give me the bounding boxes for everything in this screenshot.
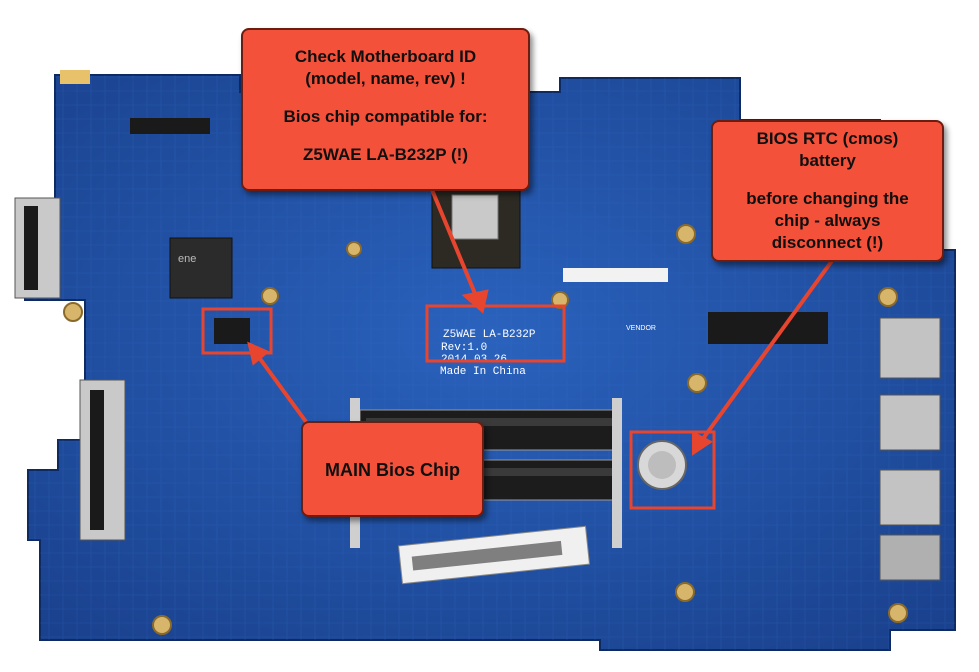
silkscreen-vendor: VENDOR [626, 325, 656, 332]
rtc-line-2: battery [799, 151, 856, 170]
board-id-line-1: Check Motherboard ID [294, 47, 477, 66]
svg-text:ene: ene [178, 253, 196, 265]
board-id-line-4: Z5WAE LA-B232P (!) [303, 145, 468, 164]
side-ports [708, 312, 941, 581]
board-id-line-3: Bios chip compatible for: [283, 107, 488, 126]
rtc-battery-highlight [629, 430, 716, 510]
silkscreen-model: Z5WAE LA-B232P [443, 329, 536, 341]
bios-arrowhead [247, 341, 270, 366]
board-id-arrow [428, 184, 478, 297]
rtc-battery [637, 440, 687, 490]
silkscreen-rev: Rev:1.0 [441, 342, 487, 354]
rtc-callout: BIOS RTC (cmos) battery before changing … [711, 120, 944, 262]
corner-connector [60, 70, 90, 84]
top-header-connector [130, 118, 210, 134]
embedded-controller-chip: ene [169, 237, 233, 299]
rtc-line-3: before changing the [746, 189, 909, 208]
sata-connector-bottom [79, 379, 126, 541]
bios-callout-label: MAIN Bios Chip [325, 460, 460, 480]
silkscreen-origin: Made In China [440, 366, 526, 378]
sata-connector-top [14, 197, 61, 299]
label-sticker [563, 268, 668, 282]
mounting-holes [63, 224, 908, 635]
bios-callout: MAIN Bios Chip [301, 421, 484, 517]
board-id-arrowhead [461, 289, 489, 314]
board-id-highlight [425, 304, 566, 363]
rtc-line-1: BIOS RTC (cmos) [756, 129, 899, 148]
rtc-arrow [700, 256, 836, 442]
board-id-callout: Check Motherboard ID (model, name, rev) … [241, 28, 530, 191]
barcode-sticker [397, 525, 591, 585]
board-id-line-2: (model, name, rev) ! [305, 69, 466, 88]
bios-chip [214, 318, 250, 344]
bios-arrow [256, 354, 314, 432]
rtc-line-4: chip - always [774, 211, 881, 230]
rtc-line-5: disconnect (!) [771, 233, 884, 252]
bios-chip-highlight [201, 307, 273, 355]
rtc-arrowhead [692, 430, 713, 456]
